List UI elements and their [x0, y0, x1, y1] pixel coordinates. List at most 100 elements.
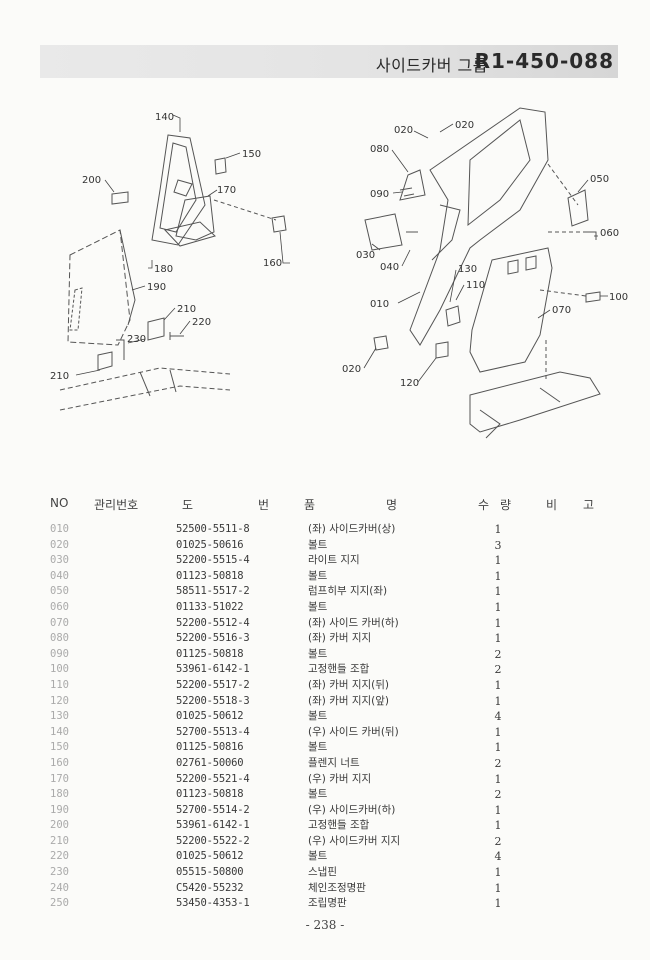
callout-160: 160 — [263, 258, 282, 269]
part-number-cell: 01133-51022 — [176, 600, 244, 613]
part-number-cell: C5420-55232 — [176, 881, 244, 894]
part-number-cell: 52500-5511-8 — [176, 523, 250, 535]
callout-040: 040 — [380, 262, 399, 273]
page-title: 사이드카버 그룹 — [375, 56, 488, 75]
callout-070: 070 — [552, 305, 571, 316]
part-no-cell: 020 — [50, 538, 69, 551]
part-no-cell: 030 — [50, 554, 69, 567]
quantity-cell: 1 — [494, 585, 502, 599]
group-code: R1-450-088 — [474, 49, 614, 73]
part-010-upper-cover — [409, 107, 549, 346]
part-no-cell: 120 — [50, 694, 69, 707]
part-name-cell: (좌) 카버 지지(앞) — [308, 694, 390, 707]
callout-130: 130 — [458, 264, 477, 275]
quantity-cell: 1 — [494, 897, 502, 911]
callout-210-upper: 210 — [177, 304, 196, 315]
col-header-no: NO — [50, 496, 69, 510]
part-number-cell: 52700-5514-2 — [176, 803, 250, 816]
nut-160 — [271, 215, 287, 233]
part-name-cell: (좌) 카버 지지 — [308, 632, 372, 645]
part-number-cell: 53450-4353-1 — [176, 897, 250, 910]
part-number-cell: 53961-6142-1 — [176, 663, 250, 676]
part-name-cell: (우) 사이드카버(하) — [308, 803, 396, 816]
bolt-060 — [585, 231, 597, 240]
part-140-panel — [151, 134, 206, 246]
part-number-cell: 01123-50818 — [176, 569, 244, 582]
table-row: 110 52200-5517-2 (좌) 카버 지지(뒤) 1 — [0, 678, 650, 694]
part-100-handle — [585, 291, 601, 303]
callout-180: 180 — [154, 264, 173, 275]
part-number-cell: 52200-5512-4 — [176, 616, 250, 629]
quantity-cell: 1 — [494, 600, 502, 614]
callout-020-c: 020 — [342, 364, 361, 375]
part-name-cell: (좌) 사이드 카버(하) — [308, 616, 399, 629]
quantity-cell: 2 — [494, 756, 502, 770]
callout-190: 190 — [147, 282, 166, 293]
part-number-cell: 52700-5513-4 — [176, 725, 250, 738]
part-no-cell: 050 — [50, 585, 69, 598]
part-name-cell: 럼프히부 지지(좌) — [308, 585, 388, 598]
bolt-220 — [169, 332, 184, 340]
part-number-cell: 01123-50818 — [176, 788, 244, 801]
quantity-cell: 1 — [494, 678, 502, 692]
callout-170: 170 — [217, 185, 236, 196]
part-number-cell: 01025-50612 — [176, 710, 244, 723]
col-header-pum: 품 — [304, 498, 316, 512]
part-name-cell: 볼트 — [308, 538, 328, 551]
part-name-cell: 고정핸들 조합 — [308, 819, 370, 832]
col-header-ryang: 량 — [500, 498, 512, 512]
quantity-cell: 1 — [494, 694, 502, 708]
part-number-cell: 01125-50816 — [176, 741, 244, 754]
quantity-cell: 4 — [494, 850, 502, 864]
callout-090: 090 — [370, 189, 389, 200]
part-number-cell: 52200-5517-2 — [176, 678, 250, 691]
quantity-cell: 1 — [494, 616, 502, 630]
quantity-cell: 1 — [494, 772, 502, 786]
part-name-cell: 스냅핀 — [308, 866, 337, 879]
part-name-cell: 고정핸들 조합 — [308, 663, 370, 676]
callout-100: 100 — [609, 292, 628, 303]
quantity-cell: 2 — [494, 647, 502, 661]
part-no-cell: 170 — [50, 772, 69, 785]
part-name-cell: (좌) 카버 지지(뒤) — [308, 678, 390, 691]
part-190-cover — [67, 229, 131, 346]
part-name-cell: 볼트 — [308, 850, 328, 863]
part-name-cell: 체인조정명판 — [308, 881, 366, 894]
part-030-support — [364, 213, 403, 251]
callout-020-a: 020 — [394, 125, 413, 136]
part-name-cell: (우) 사이드 카버(뒤) — [308, 725, 399, 738]
part-no-cell: 180 — [50, 788, 69, 801]
quantity-cell: 3 — [494, 538, 502, 552]
part-name-cell: (좌) 사이드카버(상) — [308, 523, 396, 535]
callout-080: 080 — [370, 144, 389, 155]
callout-060: 060 — [600, 228, 619, 239]
part-number-cell: 01125-50818 — [176, 647, 244, 660]
page-number: - 238 - — [305, 918, 345, 932]
callout-230: 230 — [127, 334, 146, 345]
bolt-020 — [373, 335, 389, 351]
part-no-cell: 220 — [50, 850, 69, 863]
part-200-handle — [111, 191, 129, 205]
quantity-cell: 1 — [494, 725, 502, 739]
part-no-cell: 110 — [50, 678, 69, 691]
part-no-cell: 200 — [50, 819, 69, 832]
part-name-cell: 조립명판 — [308, 897, 347, 910]
callout-120: 120 — [400, 378, 419, 389]
part-080-bracket — [399, 169, 426, 201]
part-name-cell: 볼트 — [308, 741, 328, 754]
quantity-cell: 1 — [494, 569, 502, 583]
callout-220: 220 — [192, 317, 211, 328]
col-header-beon: 번 — [258, 498, 270, 512]
